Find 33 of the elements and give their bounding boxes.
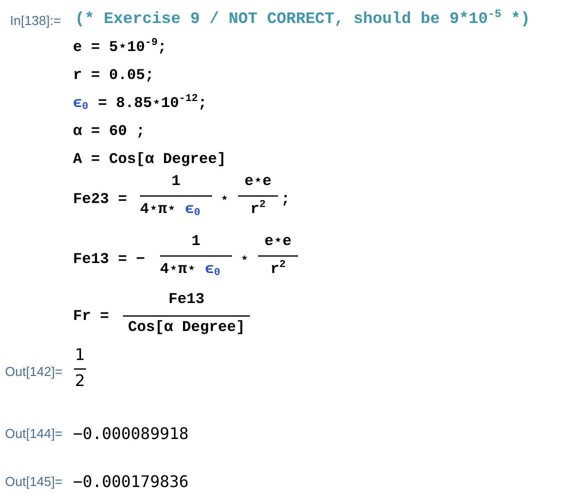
code-line: Fe13 = − — [73, 250, 146, 270]
numerator: e⋆e — [263, 232, 293, 252]
code-line: e = 5⋆10$^{-9}$; — [73, 38, 167, 58]
code-line: Fe23 = — [73, 190, 128, 210]
symbol: ϵ$_{0}$ — [185, 200, 200, 220]
denominator: 4⋆π⋆ — [160, 260, 196, 280]
output-value: −0.000089918 — [73, 424, 189, 444]
code-line: r = 0.05; — [73, 66, 154, 86]
code-line: Fr = — [73, 307, 110, 327]
code-comment: (* Exercise 9 / NOT CORRECT, should be 9*10$^{-5}$ *) — [75, 9, 530, 29]
output-prompt: Out[145]= — [5, 473, 62, 491]
denominator: r$^{2}$ — [269, 260, 287, 280]
symbol: ϵ$_{0}$ — [73, 94, 88, 114]
numerator: 1 — [74, 345, 86, 365]
code-line: = 8.85⋆10$^{-12}$; — [98, 94, 207, 114]
output-value: −0.000179836 — [73, 472, 189, 492]
numerator: 1 — [170, 172, 182, 192]
numerator: Fe13 — [167, 290, 206, 310]
symbol: ϵ$_{0}$ — [205, 260, 220, 280]
denominator: 2 — [74, 371, 86, 391]
code-line: A = Cos[α Degree] — [73, 150, 226, 170]
numerator: 1 — [190, 232, 202, 252]
denominator: r$^{2}$ — [249, 200, 267, 220]
operator: ⋆ — [240, 250, 250, 270]
code-line: ; — [281, 190, 290, 210]
denominator: 4⋆π⋆ — [140, 200, 176, 220]
output-prompt: Out[142]= — [5, 363, 62, 381]
input-prompt: In[138]:= — [10, 12, 61, 30]
output-prompt: Out[144]= — [5, 425, 62, 443]
code-line: α = 60 ; — [73, 122, 146, 142]
operator: ⋆ — [220, 190, 230, 210]
numerator: e⋆e — [243, 172, 273, 192]
denominator: Cos[α Degree] — [126, 318, 246, 338]
